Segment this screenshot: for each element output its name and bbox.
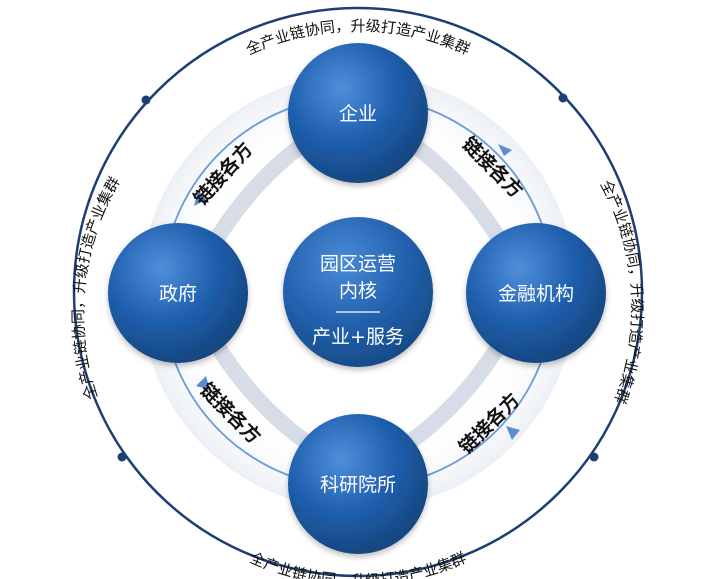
arrow-bottom-right-icon — [506, 426, 520, 440]
node-government-label: 政府 — [159, 283, 197, 305]
node-government — [108, 223, 248, 363]
ring-dot — [589, 452, 599, 462]
center-line3: 产业+服务 — [312, 326, 404, 348]
center-line2: 内核 — [339, 280, 377, 302]
node-enterprise-label: 企业 — [339, 103, 377, 125]
ring-dot — [558, 93, 568, 103]
center-line1: 园区运营 — [320, 253, 396, 275]
node-financial-institution-label: 金融机构 — [498, 283, 574, 305]
node-financial-institution — [466, 223, 606, 363]
center-core — [283, 217, 433, 367]
node-enterprise — [288, 43, 428, 183]
node-research-institute — [288, 414, 428, 554]
arrow-right-down-icon — [498, 144, 512, 156]
arrow-left-up-icon — [194, 190, 206, 206]
ring-dot — [141, 95, 151, 105]
node-research-institute-label: 科研院所 — [320, 474, 396, 496]
arrow-bottom-left-icon — [196, 376, 210, 390]
ring-dot — [117, 452, 127, 462]
